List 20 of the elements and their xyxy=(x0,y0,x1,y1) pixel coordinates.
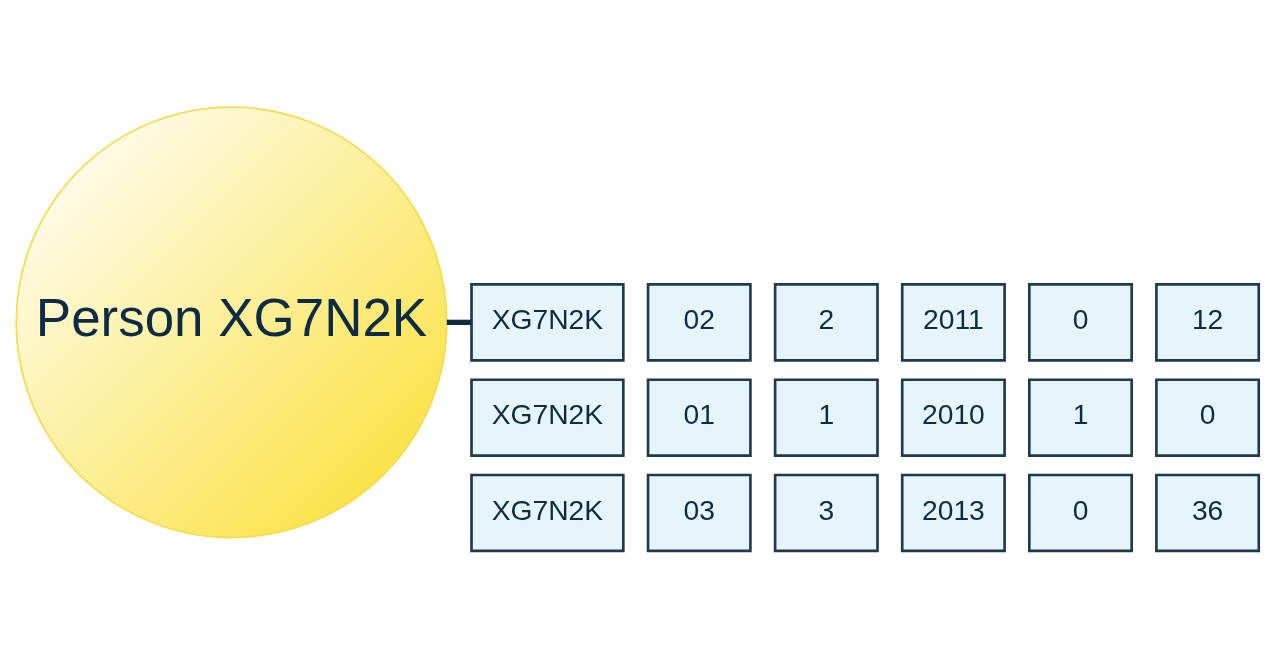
node-box: 02 xyxy=(646,283,752,362)
node-box: 03 xyxy=(646,473,752,553)
node-box: 36 xyxy=(1155,473,1261,553)
node-circle: Person XG7N2K xyxy=(15,106,448,539)
node-box: XG7N2K xyxy=(470,378,625,457)
node-box: 12 xyxy=(1155,283,1261,362)
node-box: XG7N2K xyxy=(470,473,625,553)
node-box: 0 xyxy=(1028,283,1133,362)
node-box: 01 xyxy=(646,378,752,457)
connector xyxy=(446,319,472,325)
node-box: 1 xyxy=(1028,378,1133,457)
node-box: 1 xyxy=(773,378,879,457)
node-box: 2010 xyxy=(900,378,1006,457)
node-box: 2011 xyxy=(900,283,1006,362)
node-box: 2 xyxy=(773,283,879,362)
node-box: 0 xyxy=(1155,378,1261,457)
node-box: 3 xyxy=(773,473,879,553)
node-box: 0 xyxy=(1028,473,1133,553)
node-box: XG7N2K xyxy=(470,283,625,362)
node-box: 2013 xyxy=(900,473,1006,553)
